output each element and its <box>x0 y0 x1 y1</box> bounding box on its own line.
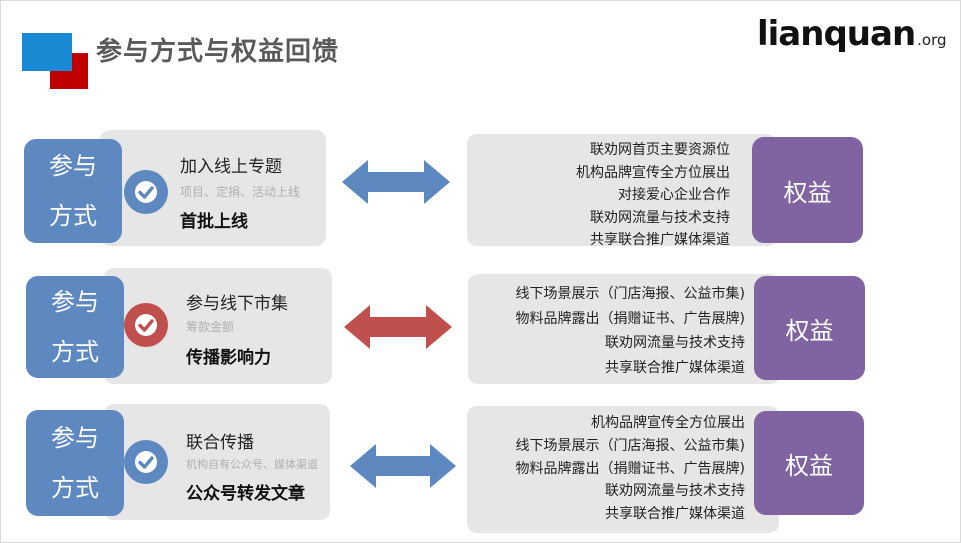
benefit-item: 共享联合推广媒体渠道 <box>605 506 745 523</box>
benefit-item: 物料品牌露出（捐赠证书、广告展牌) <box>515 310 745 327</box>
logo-wordmark: lianquan <box>757 14 916 54</box>
benefit-item: 共享联合推广媒体渠道 <box>590 232 730 248</box>
benefit-item: 机构品牌宣传全方位展出 <box>591 415 745 431</box>
double-arrow-icon <box>344 305 452 349</box>
participation-highlight: 传播影响力 <box>186 348 271 368</box>
participation-label-line2: 方式 <box>51 338 99 366</box>
benefit-item: 联劝网流量与技术支持 <box>605 335 745 351</box>
benefit-item: 对接爱心企业合作 <box>618 187 730 203</box>
benefit-item: 线下场景展示（门店海报、公益市集) <box>515 286 745 302</box>
benefits-list: 线下场景展示（门店海报、公益市集) 物料品牌露出（捐赠证书、广告展牌) 联劝网流… <box>516 282 745 380</box>
benefit-item: 机构品牌宣传全方位展出 <box>576 164 730 181</box>
participation-subtitle: 机构自有公众号、媒体渠道 <box>186 458 318 471</box>
benefit-item: 物料品牌露出（捐赠证书、广告展牌) <box>515 460 745 477</box>
participation-subtitle: 筹款金额 <box>186 320 235 334</box>
check-icon <box>124 440 168 484</box>
benefits-list: 联劝网首页主要资源位 机构品牌宣传全方位展出 对接爱心企业合作 联劝网流量与技术… <box>576 139 730 252</box>
participation-label-line2: 方式 <box>51 474 99 502</box>
benefits-label-box: 权益 <box>754 276 865 380</box>
benefits-panel <box>467 134 777 246</box>
participation-title: 参与线下市集 <box>186 294 288 314</box>
benefits-label-box: 权益 <box>752 137 863 243</box>
participation-title: 加入线上专题 <box>180 157 282 177</box>
header-accent-blue-square <box>22 33 72 71</box>
participation-label-box: 参与 方式 <box>24 139 122 243</box>
benefit-item: 共享联合推广媒体渠道 <box>605 359 745 376</box>
participation-title: 联合传播 <box>186 433 254 453</box>
benefit-item: 联劝网首页主要资源位 <box>590 142 730 158</box>
benefits-label-box: 权益 <box>754 411 864 515</box>
benefits-panel <box>468 274 780 384</box>
benefits-label: 权益 <box>785 316 834 345</box>
participation-highlight: 首批上线 <box>180 212 248 232</box>
participation-label-line2: 方式 <box>49 202 97 230</box>
benefit-item: 联劝网流量与技术支持 <box>590 209 730 226</box>
participation-subtitle: 项目、定捐、活动上线 <box>180 185 301 199</box>
participation-label-box: 参与 方式 <box>26 276 124 378</box>
participation-label-box: 参与 方式 <box>26 410 124 516</box>
logo-suffix: .org <box>917 31 947 49</box>
participation-label-line1: 参与 <box>51 288 99 316</box>
benefits-panel <box>467 406 779 533</box>
participation-label-line1: 参与 <box>51 424 99 452</box>
lianquan-logo: lianquan .org <box>757 14 947 54</box>
benefit-item: 线下场景展示（门店海报、公益市集) <box>515 437 745 454</box>
check-icon <box>124 170 168 214</box>
double-arrow-icon <box>350 444 456 488</box>
double-arrow-icon <box>342 160 450 204</box>
benefits-list: 机构品牌宣传全方位展出 线下场景展示（门店海报、公益市集) 物料品牌露出（捐赠证… <box>516 412 745 526</box>
page-title: 参与方式与权益回馈 <box>96 37 340 67</box>
participation-highlight: 公众号转发文章 <box>186 484 305 504</box>
participation-label-line1: 参与 <box>49 152 97 180</box>
check-icon <box>124 303 168 347</box>
benefits-label: 权益 <box>785 451 833 480</box>
benefits-label: 权益 <box>783 178 832 207</box>
benefit-item: 联劝网流量与技术支持 <box>605 483 745 500</box>
